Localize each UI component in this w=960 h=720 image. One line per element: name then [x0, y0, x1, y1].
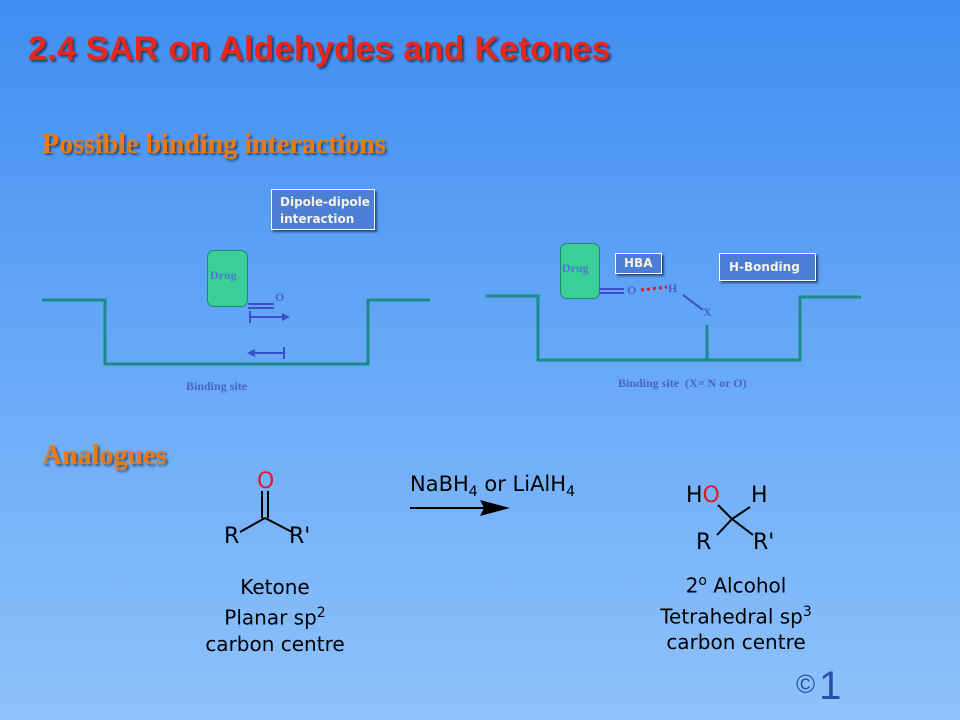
planar-line: Planar sp2	[200, 600, 350, 631]
binding-heading: Possible binding interactions	[42, 129, 386, 160]
alcohol-r-prime: R'	[753, 530, 775, 555]
page-number: ©1	[796, 664, 841, 709]
carbon-centre-left: carbon centre	[205, 631, 345, 656]
alcohol-label: 2o Alcohol	[648, 568, 824, 599]
alcohol-degree: o	[698, 573, 707, 589]
binding-site-note: (X= N or O)	[685, 376, 747, 390]
drug-label: Drug	[210, 268, 237, 282]
dipole-arrow-upper-head	[282, 313, 290, 321]
binding-site-wall-left	[42, 298, 430, 366]
reagent-sub2: 4	[566, 484, 575, 501]
alcohol-bond-rprime	[731, 518, 754, 536]
alcohol-r: R	[696, 530, 712, 555]
alcohol-bond-h	[731, 506, 751, 520]
binding-site-label-left: Binding site	[186, 379, 248, 393]
drug-label: Drug	[562, 261, 589, 275]
ketone-bond-r	[239, 517, 266, 533]
hbonding-label-box: H-Bonding	[719, 253, 816, 281]
alcohol-oh: HO	[686, 483, 720, 508]
hba-label-box: HBA	[615, 253, 662, 274]
binding-site-label-right: Binding site (X= N or O)	[618, 376, 747, 391]
analogues-heading: Analogues	[42, 440, 167, 471]
ketone-bond-rprime	[264, 517, 293, 533]
alcohol-prefix: 2	[685, 573, 699, 598]
alcohol-h2: H	[751, 483, 768, 508]
alcohol-h1: H	[686, 483, 703, 508]
binding-site-text: Binding site	[618, 376, 680, 390]
alcohol-caption: 2o Alcohol Tetrahedral sp3 carbon centre	[648, 568, 824, 655]
x-atom-label: X	[703, 305, 712, 319]
slide-title: 2.4 SAR on Aldehydes and Ketones	[28, 30, 611, 68]
alcohol-bond-r	[716, 518, 733, 536]
h-x-bond	[682, 294, 704, 311]
oxygen-label-left: O	[275, 290, 285, 304]
tetrahedral-line: Tetrahedral sp3	[648, 599, 824, 630]
reagent-sub1: 4	[468, 484, 478, 501]
reagent-prefix: NaBH	[410, 472, 469, 496]
page-number-value: 1	[819, 664, 842, 708]
dipole-label-box: Dipole-dipole interaction	[271, 189, 375, 230]
alcohol-suffix: Alcohol	[707, 573, 787, 598]
drug-block-left: Drug	[207, 250, 248, 307]
planar-sup: 2	[316, 605, 326, 621]
carbon-centre-right: carbon centre	[666, 630, 806, 655]
hydrogen-label: H	[668, 281, 678, 295]
ketone-oxygen: O	[257, 469, 275, 494]
tetrahedral-sup: 3	[802, 603, 812, 620]
ketone-label: Ketone	[240, 575, 310, 599]
binding-site-wall-right	[486, 294, 861, 362]
hydrogen-bond-dots	[640, 285, 668, 292]
dipole-label-line2: interaction	[280, 212, 355, 226]
dipole-label-line1: Dipole-dipole	[280, 195, 370, 209]
drug-block-right: Drug	[560, 243, 600, 299]
reaction-arrow-head	[480, 500, 510, 516]
reagent-mid: or LiAlH	[477, 472, 567, 496]
dipole-arrow-lower-head	[247, 349, 255, 357]
ketone-r-prime: R'	[289, 524, 311, 549]
planar-text: Planar sp	[224, 605, 317, 630]
alcohol-o: O	[702, 483, 720, 508]
alcohol-bond-o	[717, 504, 733, 520]
reagent-label: NaBH4 or LiAlH4	[410, 472, 575, 500]
ketone-r: R	[224, 524, 240, 549]
copyright-symbol: ©	[796, 669, 816, 699]
ketone-caption: Ketone Planar sp2 carbon centre	[200, 574, 350, 657]
oxygen-label-right: O	[627, 283, 637, 297]
tetrahedral-text: Tetrahedral sp	[660, 604, 803, 629]
